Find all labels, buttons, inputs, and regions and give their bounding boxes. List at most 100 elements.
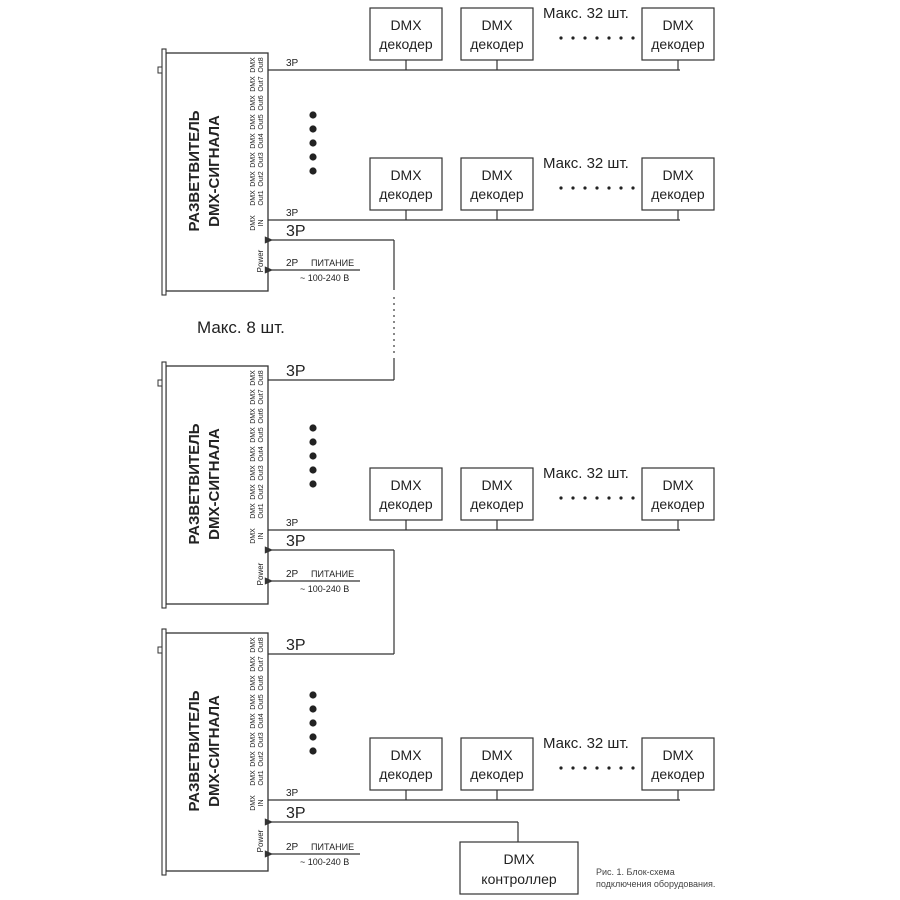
out-label-bottom: Out5 <box>258 427 265 442</box>
label-2p: 2P <box>286 842 299 853</box>
dot <box>393 315 395 317</box>
decoder-box <box>369 467 443 521</box>
out-label-top: DMX <box>250 656 257 672</box>
decoder-line1: DMX <box>662 477 694 493</box>
dot <box>309 480 317 488</box>
in-label-bottom: IN <box>258 220 265 227</box>
dot <box>309 153 317 161</box>
dot <box>309 438 317 446</box>
dot <box>595 766 599 770</box>
max-decoders-label: Макс. 32 шт. <box>543 155 629 172</box>
decoder-box <box>641 467 715 521</box>
dmx-decoder-c-2: DMX декодер <box>460 467 534 521</box>
dot <box>619 766 623 770</box>
dot <box>309 424 317 432</box>
splitter-title-line2: DMX-СИГНАЛА <box>206 115 223 227</box>
out-label-bottom: Out6 <box>258 675 265 690</box>
decoder-ellipsis <box>559 186 635 190</box>
label-3p: 3P <box>286 208 299 219</box>
decoder-box <box>460 467 534 521</box>
decoder-line2: декодер <box>651 36 705 52</box>
dot <box>309 111 317 119</box>
decoder-box <box>641 157 715 211</box>
dot <box>393 309 395 311</box>
dot <box>393 327 395 329</box>
out-label-top: DMX <box>250 171 257 187</box>
dot <box>619 36 623 40</box>
out-label-bottom: Out2 <box>258 484 265 499</box>
decoder-line2: декодер <box>379 36 433 52</box>
decoder-ellipsis <box>559 496 635 500</box>
decoder-line2: декодер <box>470 36 524 52</box>
out-label-bottom: Out2 <box>258 171 265 186</box>
dot <box>571 766 575 770</box>
dot <box>559 186 563 190</box>
decoder-line1: DMX <box>662 167 694 183</box>
out-label-top: DMX <box>250 465 257 481</box>
power-label: Power <box>256 249 265 272</box>
label-3p: 3P <box>286 363 306 380</box>
out-label-top: DMX <box>250 503 257 519</box>
dot <box>607 186 611 190</box>
out-label-top: DMX <box>250 770 257 786</box>
decoder-line1: DMX <box>481 477 513 493</box>
dot <box>393 333 395 335</box>
out-label-top: DMX <box>250 76 257 92</box>
dot <box>583 186 587 190</box>
dot <box>631 36 635 40</box>
out-label-top: DMX <box>250 114 257 130</box>
max-splitters-label: Макс. 8 шт. <box>197 318 285 337</box>
out-label-bottom: Out3 <box>258 152 265 167</box>
in-label-top: DMX <box>250 528 257 544</box>
power-text: ПИТАНИЕ <box>311 842 354 852</box>
dot <box>393 351 395 353</box>
in-label-bottom: IN <box>258 533 265 540</box>
out-label-bottom: Out3 <box>258 465 265 480</box>
decoder-line2: декодер <box>470 186 524 202</box>
dmx-decoder-a-2: DMX декодер <box>460 7 534 61</box>
decoder-line2: декодер <box>379 186 433 202</box>
decoder-box <box>460 7 534 61</box>
dot <box>309 705 317 713</box>
out-label-bottom: Out6 <box>258 408 265 423</box>
out-label-top: DMX <box>250 57 257 73</box>
decoder-ellipsis <box>559 766 635 770</box>
dot <box>631 186 635 190</box>
decoder-line2: декодер <box>470 496 524 512</box>
voltage-text: ~ 100-240 В <box>300 584 349 594</box>
caption-line-2: подключения оборудования. <box>596 879 716 889</box>
more-outputs-dots <box>309 691 317 755</box>
dot <box>571 186 575 190</box>
decoder-line1: DMX <box>390 477 422 493</box>
out-label-top: DMX <box>250 133 257 149</box>
out-label-top: DMX <box>250 637 257 653</box>
dot <box>309 691 317 699</box>
dot <box>393 303 395 305</box>
decoder-ellipsis <box>559 36 635 40</box>
decoder-line1: DMX <box>481 17 513 33</box>
power-label: Power <box>256 562 265 585</box>
splitter-title-line1: РАЗВЕТВИТЕЛЬ <box>186 690 203 811</box>
out-label-bottom: Out5 <box>258 114 265 129</box>
